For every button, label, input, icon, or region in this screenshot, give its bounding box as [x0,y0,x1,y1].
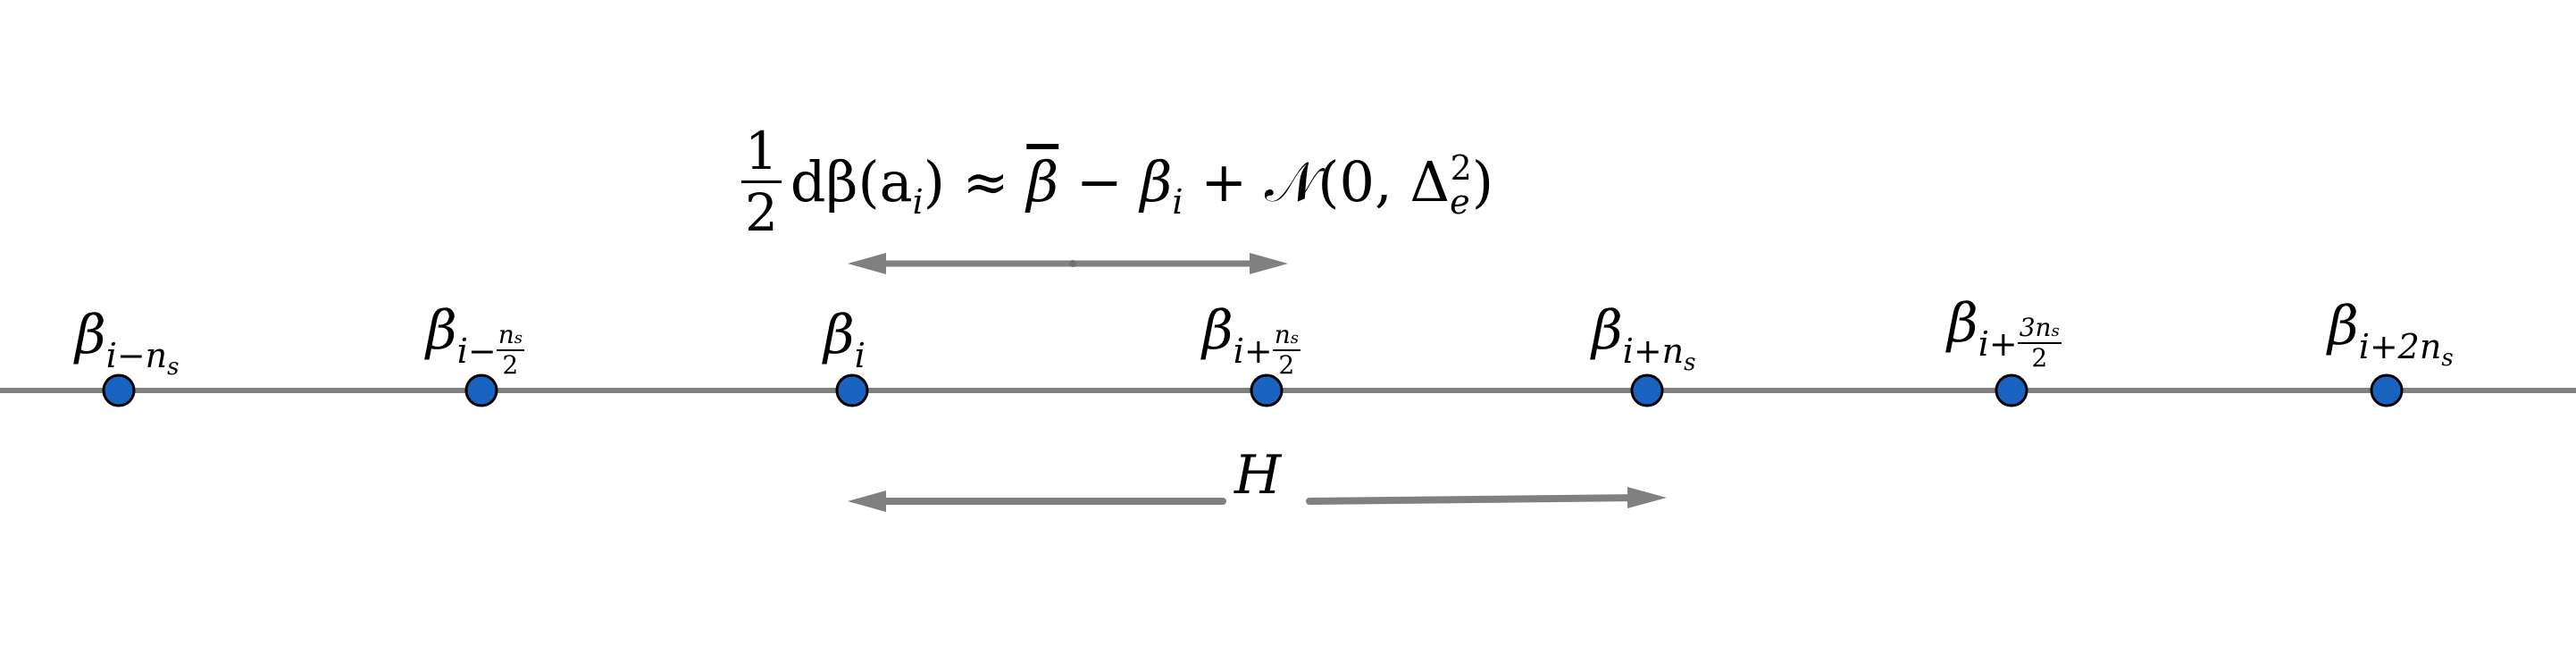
formula-delta-sup: 2 [1450,147,1472,188]
label-beta-i-plus-2ns: βi+2ns [2328,299,2454,370]
label-sub2: s [1684,349,1696,376]
label-beta-i-minus-ns: βi−ns [75,308,180,379]
formula-beta-bar: β [1026,148,1059,214]
top-double-arrow [848,253,1288,274]
fraction-denominator: 2 [745,182,778,243]
label-sub: i [854,336,866,375]
beta-symbol: β [426,299,457,362]
formula-lhs: dβ(a [790,148,913,214]
arrowhead-left-icon [848,491,886,512]
fraction-numerator: 1 [741,125,782,183]
label-sub2: s [167,354,180,381]
label-sub: i+n [1622,331,1685,371]
point-beta-i [835,373,869,407]
arrowhead-right-icon [1250,253,1288,274]
formula-rest: dβ(ai) ≈ β − βi + 𝒩(0, Δe2) [790,147,1494,222]
formula-minus-beta: − β [1058,148,1173,214]
beta-symbol: β [1202,299,1234,362]
points [102,373,2404,407]
formula-approx: ≈ [944,148,1027,214]
h-label: H [1234,444,1282,507]
label-sub: i+2n [2358,327,2442,366]
formula-close: ) [1471,148,1494,214]
beta-symbol: β [1592,299,1623,362]
point-beta-i-plus-ns [1630,373,1664,407]
point-beta-i-minus-half-ns [464,373,498,407]
label-sub: i+ [1978,324,2018,364]
formula-lhs-sub: i [912,181,924,222]
beta-symbol: β [824,304,855,366]
formula-plus-normal: + 𝒩(0, Δ [1183,148,1451,214]
arrowhead-left-icon [848,253,886,274]
arrowhead-right-icon [1627,487,1667,508]
label-sub: i+ [1233,331,1273,371]
point-beta-i-plus-3half-ns [1995,373,2028,407]
formula-fraction: 1 2 [741,125,782,239]
label-sub2: s [2441,345,2454,372]
beta-symbol: β [75,304,106,366]
formula-lhs-close: ) [923,148,945,214]
formula: 1 2 dβ(ai) ≈ β − βi + 𝒩(0, Δe2) [741,125,1493,239]
point-beta-i-plus-2ns [2370,373,2404,407]
bottom-double-arrow-h [848,487,1667,512]
formula-minus-sub: i [1172,181,1183,222]
label-beta-i-plus-ns: βi+ns [1592,304,1696,374]
beta-symbol: β [2328,295,2359,357]
label-beta-i: βi [824,308,866,373]
label-sub: i−n [105,336,168,375]
point-beta-i-minus-ns [102,373,136,407]
formula-delta-sub: e [1450,181,1470,222]
beta-symbol: β [1947,292,1978,355]
label-sub: i− [456,331,497,371]
point-beta-i-plus-half-ns [1250,373,1284,407]
